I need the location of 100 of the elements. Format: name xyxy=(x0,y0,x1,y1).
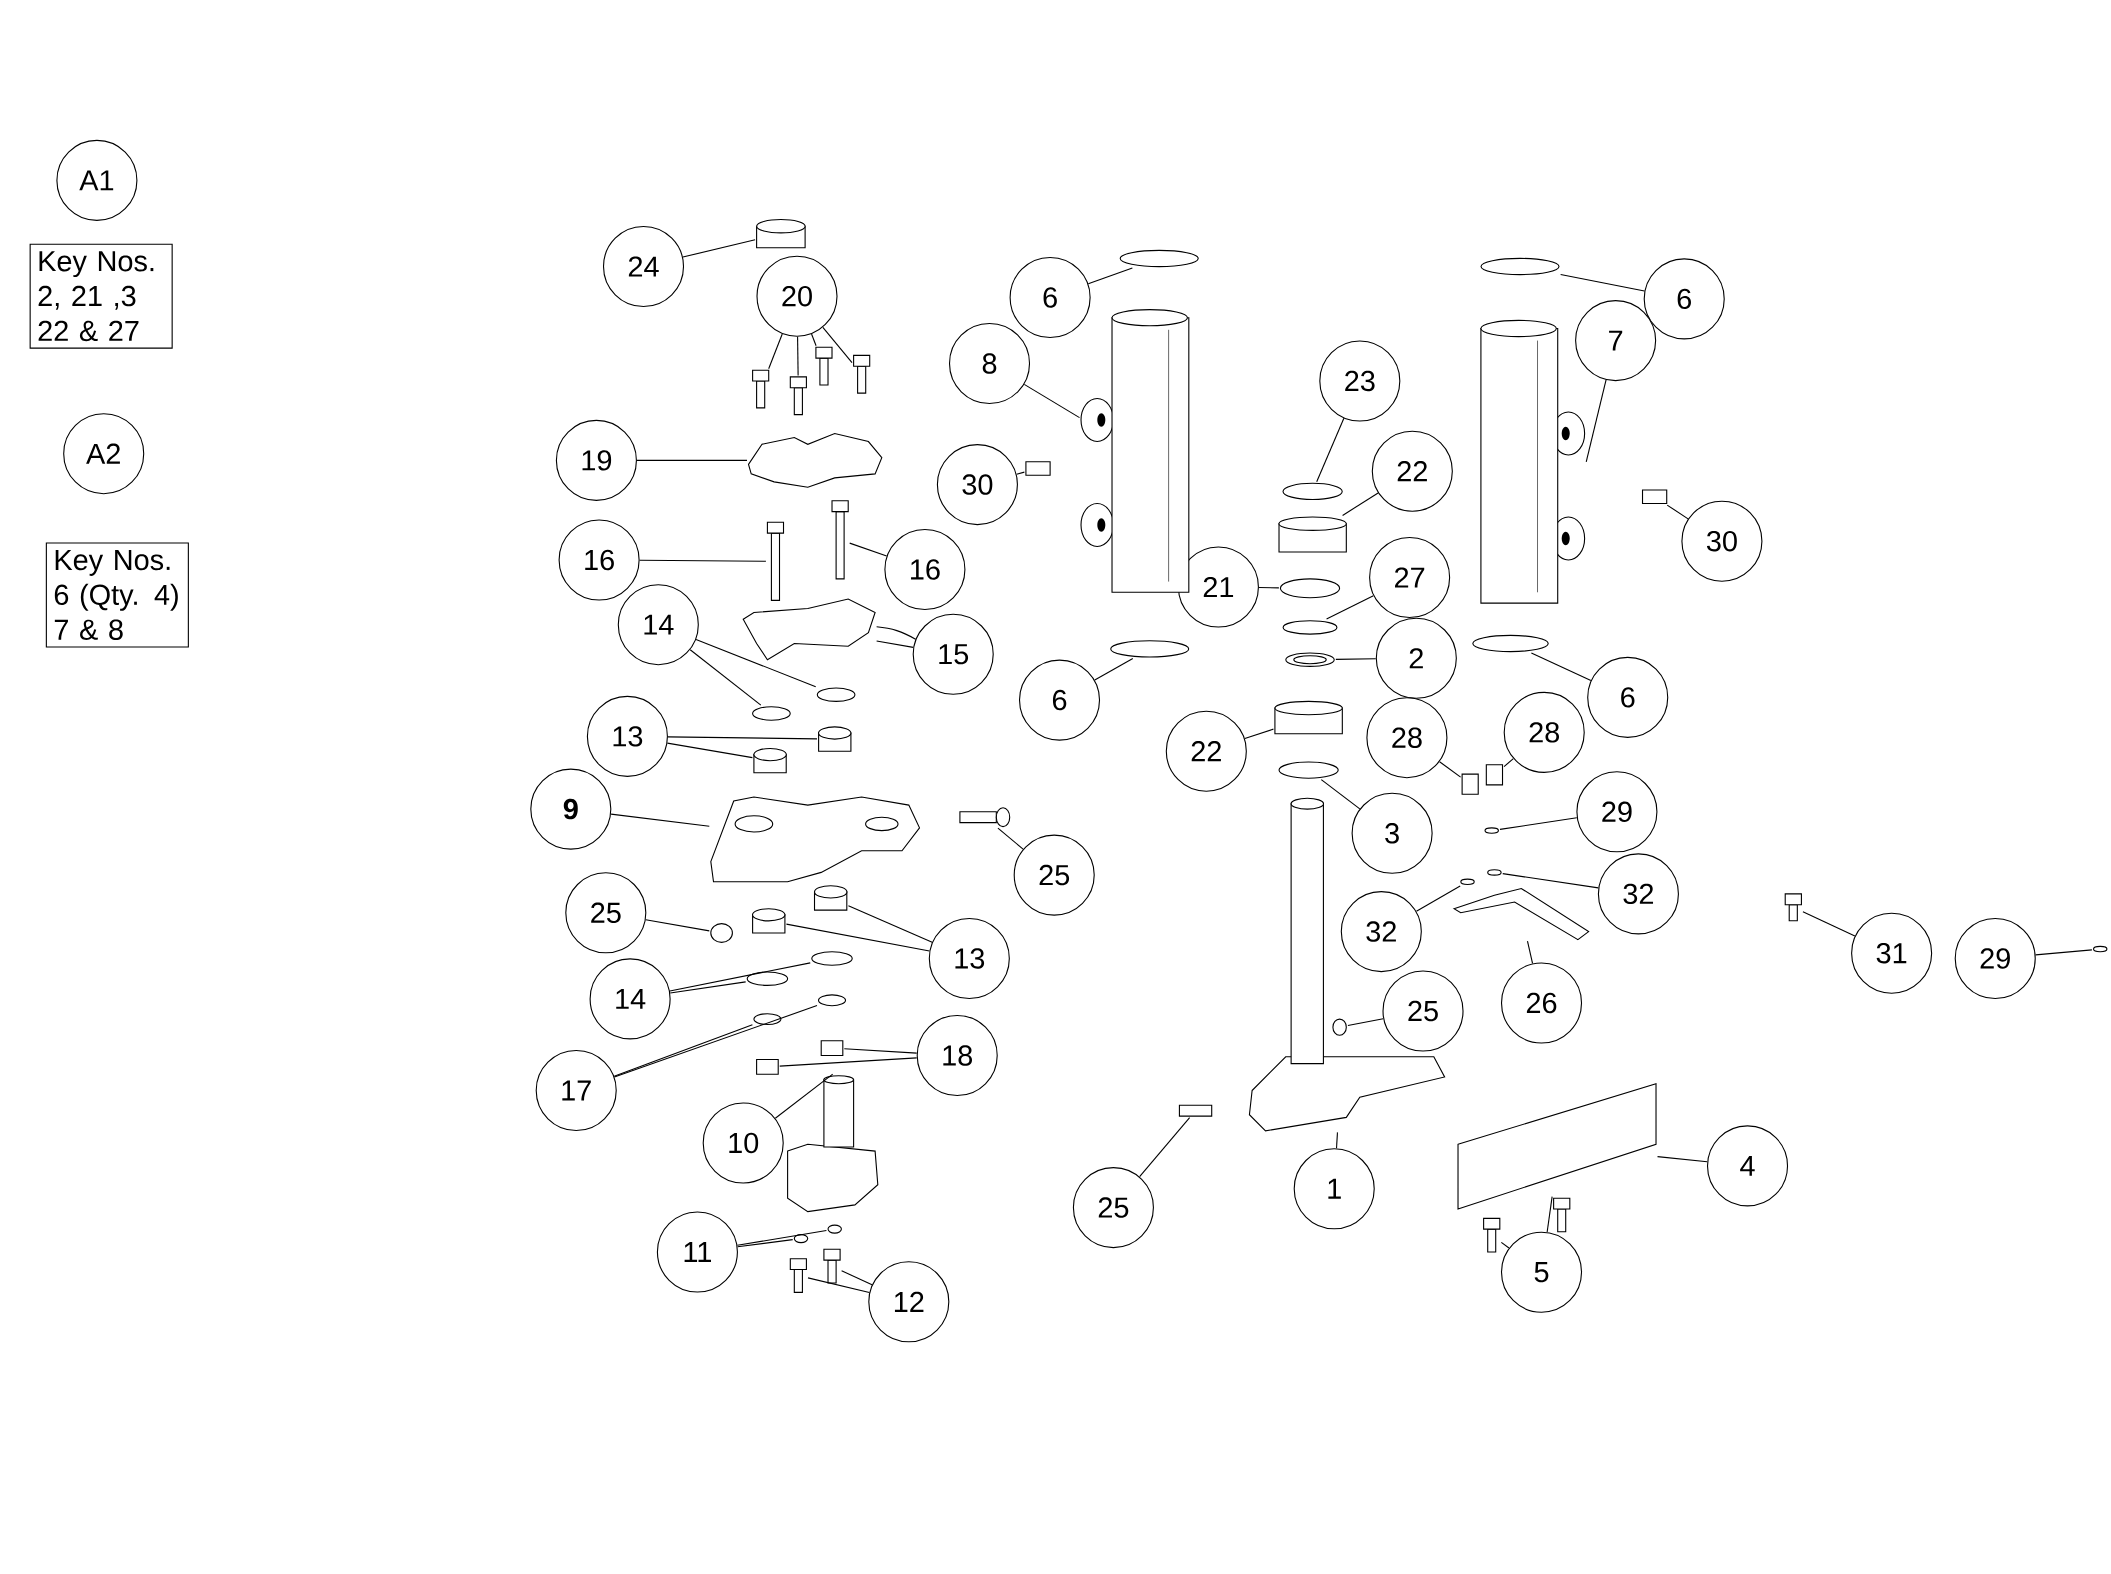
callout-number: 29 xyxy=(1576,771,1658,853)
bolt-drawing xyxy=(1485,764,1504,786)
bolt-drawing xyxy=(831,500,849,580)
leader-line xyxy=(1530,652,1592,682)
ring-drawing xyxy=(1119,249,1199,268)
callout-number: 15 xyxy=(912,613,994,695)
callout-number: 6 xyxy=(1009,257,1091,339)
leader-line xyxy=(737,1239,794,1248)
callout-number: 4 xyxy=(1706,1125,1789,1207)
washer-drawing xyxy=(1487,869,1502,876)
leader-line xyxy=(876,640,914,649)
callout-number: 16 xyxy=(558,519,640,601)
bolt-drawing xyxy=(766,521,785,602)
callout-number: 10 xyxy=(702,1102,784,1184)
ring-drawing xyxy=(1278,761,1339,779)
plate-drawing xyxy=(1457,1083,1657,1210)
callout-number: 28 xyxy=(1366,697,1448,779)
leader-line xyxy=(736,1230,827,1246)
leader-line xyxy=(1415,885,1461,912)
washer-drawing xyxy=(1484,827,1499,834)
leader-line xyxy=(2035,949,2093,956)
bolt-drawing xyxy=(823,1248,841,1284)
bolt-drawing xyxy=(789,376,807,416)
callout-number: 8 xyxy=(948,323,1031,405)
callout-number: 12 xyxy=(868,1261,950,1343)
callout-number: 6 xyxy=(1587,656,1669,739)
leader-line xyxy=(1316,417,1345,483)
bushing-drawing xyxy=(751,908,786,934)
callout-number: 7 xyxy=(1575,300,1657,382)
callout-number: 22 xyxy=(1165,710,1247,792)
bolt-drawing xyxy=(752,369,770,409)
callout-number: 13 xyxy=(928,918,1010,1000)
leader-line xyxy=(811,333,817,347)
leader-line xyxy=(613,1005,818,1078)
washer-drawing xyxy=(817,994,847,1007)
leader-line xyxy=(636,459,748,462)
leader-line xyxy=(1802,911,1856,937)
callout-number: 30 xyxy=(1681,500,1763,582)
leader-line xyxy=(997,827,1024,850)
leader-line xyxy=(1335,658,1377,660)
callout-number: 14 xyxy=(617,584,699,666)
bolt-drawing xyxy=(1553,1197,1571,1233)
callout-number: 6 xyxy=(1643,258,1725,340)
ring-drawing xyxy=(1282,620,1338,635)
leader-line xyxy=(1347,1018,1384,1027)
leader-line xyxy=(689,649,762,706)
tube-drawing xyxy=(1480,319,1586,604)
leader-line xyxy=(1326,595,1374,620)
leader-line xyxy=(841,1270,873,1286)
leader-line xyxy=(669,981,747,994)
stem-drawing xyxy=(787,1075,879,1213)
leader-line xyxy=(639,559,767,562)
leader-line xyxy=(1087,267,1133,285)
seal-drawing xyxy=(1282,482,1343,501)
washer-drawing xyxy=(752,706,791,721)
tube-drawing xyxy=(1080,309,1190,593)
leader-line xyxy=(774,1073,834,1119)
callout-number: 30 xyxy=(936,444,1018,526)
bearing-drawing xyxy=(1274,700,1343,735)
leader-line xyxy=(1656,1156,1708,1163)
callout-number: 11 xyxy=(656,1211,738,1293)
callout-number: 23 xyxy=(1319,340,1401,422)
callout-number: 29 xyxy=(1954,918,2036,1000)
callout-number: 18 xyxy=(916,1015,998,1097)
bolt-drawing xyxy=(1641,489,1668,505)
callout-number: 26 xyxy=(1500,962,1583,1044)
bolt-drawing xyxy=(1178,1104,1213,1117)
ring-drawing xyxy=(1110,640,1190,658)
callout-number: 16 xyxy=(884,529,966,611)
leader-line xyxy=(843,1048,918,1054)
callout-number: 21 xyxy=(1177,546,1259,628)
bearing-drawing xyxy=(1285,652,1335,668)
callout-number: 25 xyxy=(1072,1167,1154,1249)
leader-line xyxy=(613,1024,753,1077)
callout-number: 5 xyxy=(1500,1231,1583,1313)
leader-line xyxy=(768,333,783,370)
washer-drawing xyxy=(816,687,856,703)
leader-line xyxy=(1585,379,1607,463)
leader-line xyxy=(610,813,710,827)
leader-line xyxy=(682,239,756,258)
bushing-drawing xyxy=(817,726,852,752)
leader-line xyxy=(847,905,933,943)
bolt-drawing xyxy=(710,923,733,944)
bushing-drawing xyxy=(813,885,848,911)
leader-line xyxy=(1016,471,1025,475)
callout-number: 17 xyxy=(535,1050,617,1132)
callout-number: 6 xyxy=(1018,659,1101,741)
bolt-drawing xyxy=(959,807,1011,828)
callout-number: 28 xyxy=(1503,691,1585,774)
bolt-drawing xyxy=(853,354,871,394)
leader-line xyxy=(1499,817,1578,830)
leader-line xyxy=(666,742,753,759)
ring-drawing xyxy=(1472,634,1549,653)
callout-number: 25 xyxy=(565,872,647,954)
callout-number: 25 xyxy=(1013,834,1095,916)
ring-drawing xyxy=(1279,578,1341,599)
key-note-box: Key Nos. 2, 21 ,3 22 & 27 xyxy=(29,243,173,349)
stem-drawing xyxy=(1248,797,1446,1132)
washer-drawing xyxy=(1460,878,1475,886)
leader-line xyxy=(1342,492,1379,517)
